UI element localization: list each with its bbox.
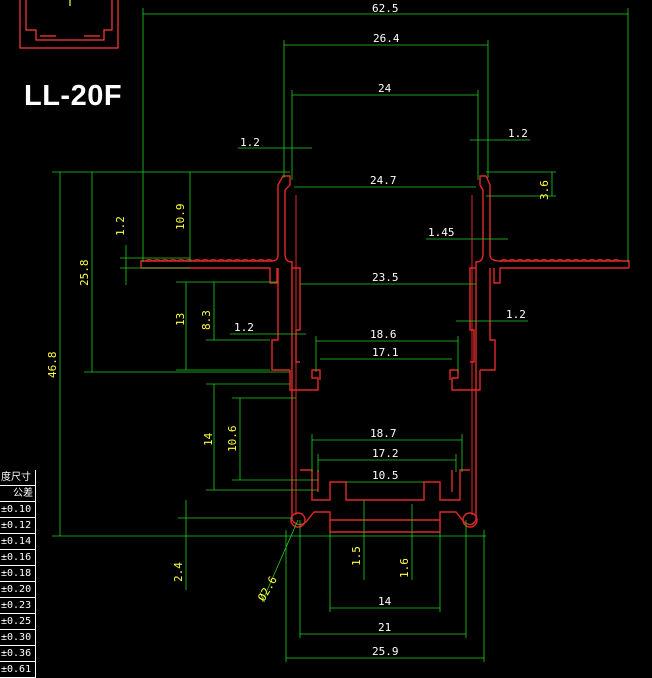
tolerance-row: ±0.18 [0,566,36,582]
dim-1-2-top-right: 1.2 [508,127,528,140]
dim-1-6: 1.6 [398,558,411,578]
model-title: LL-20F [24,80,123,112]
dimension-lines [52,8,629,662]
tolerance-row: ±0.10 [0,502,36,518]
dim-10-6: 10.6 [226,426,239,453]
dim-diameter-2-6: Ø2.6 [255,574,280,603]
dim-24: 24 [378,82,392,95]
dim-21: 21 [378,621,391,634]
dim-10-5: 10.5 [372,469,399,482]
tolerance-row: ±0.16 [0,550,36,566]
dim-14-bottom: 14 [378,595,392,608]
dim-18-7: 18.7 [370,427,397,440]
tolerance-row: ±0.30 [0,630,36,646]
dim-18-6: 18.6 [370,328,397,341]
dim-10-9: 10.9 [174,204,187,231]
dim-23-5: 23.5 [372,271,399,284]
dim-14-vert: 14 [202,432,215,446]
dim-46-8: 46.8 [46,352,59,379]
tolerance-row: ±0.12 [0,518,36,534]
dim-1-2-top-left: 1.2 [240,136,260,149]
dim-25-8: 25.8 [78,260,91,287]
dim-17-1: 17.1 [372,346,399,359]
tolerance-row: ±0.23 [0,598,36,614]
dim-1-45: 1.45 [428,226,455,239]
dim-1-2-mid-left: 1.2 [234,321,254,334]
dim-13: 13 [174,313,187,326]
dim-2-4: 2.4 [172,562,185,582]
dim-24-7: 24.7 [370,174,397,187]
tolerance-table: 度尺寸 公差 ±0.10 ±0.12 ±0.14 ±0.16 ±0.18 ±0.… [0,470,36,678]
dim-26-4: 26.4 [373,32,400,45]
dim-62-5: 62.5 [372,2,399,15]
dim-1-2-vert: 1.2 [114,216,127,236]
dim-1-5: 1.5 [350,546,363,566]
dim-3-6: 3.6 [538,180,551,200]
tolerance-row: ±0.61 [0,662,36,678]
dim-8-3: 8.3 [200,310,213,330]
tolerance-row: ±0.25 [0,614,36,630]
tolerance-row: ±0.36 [0,646,36,662]
tolerance-header-size: 度尺寸 [0,470,36,486]
tolerance-row: ±0.14 [0,534,36,550]
dim-1-2-mid-right: 1.2 [506,308,526,321]
tolerance-header-tol: 公差 [0,486,36,502]
dim-17-2: 17.2 [372,447,399,460]
thumbnail-profile [19,0,119,49]
tolerance-row: ±0.20 [0,582,36,598]
dim-25-9: 25.9 [372,645,399,658]
profile-outline [140,175,630,533]
